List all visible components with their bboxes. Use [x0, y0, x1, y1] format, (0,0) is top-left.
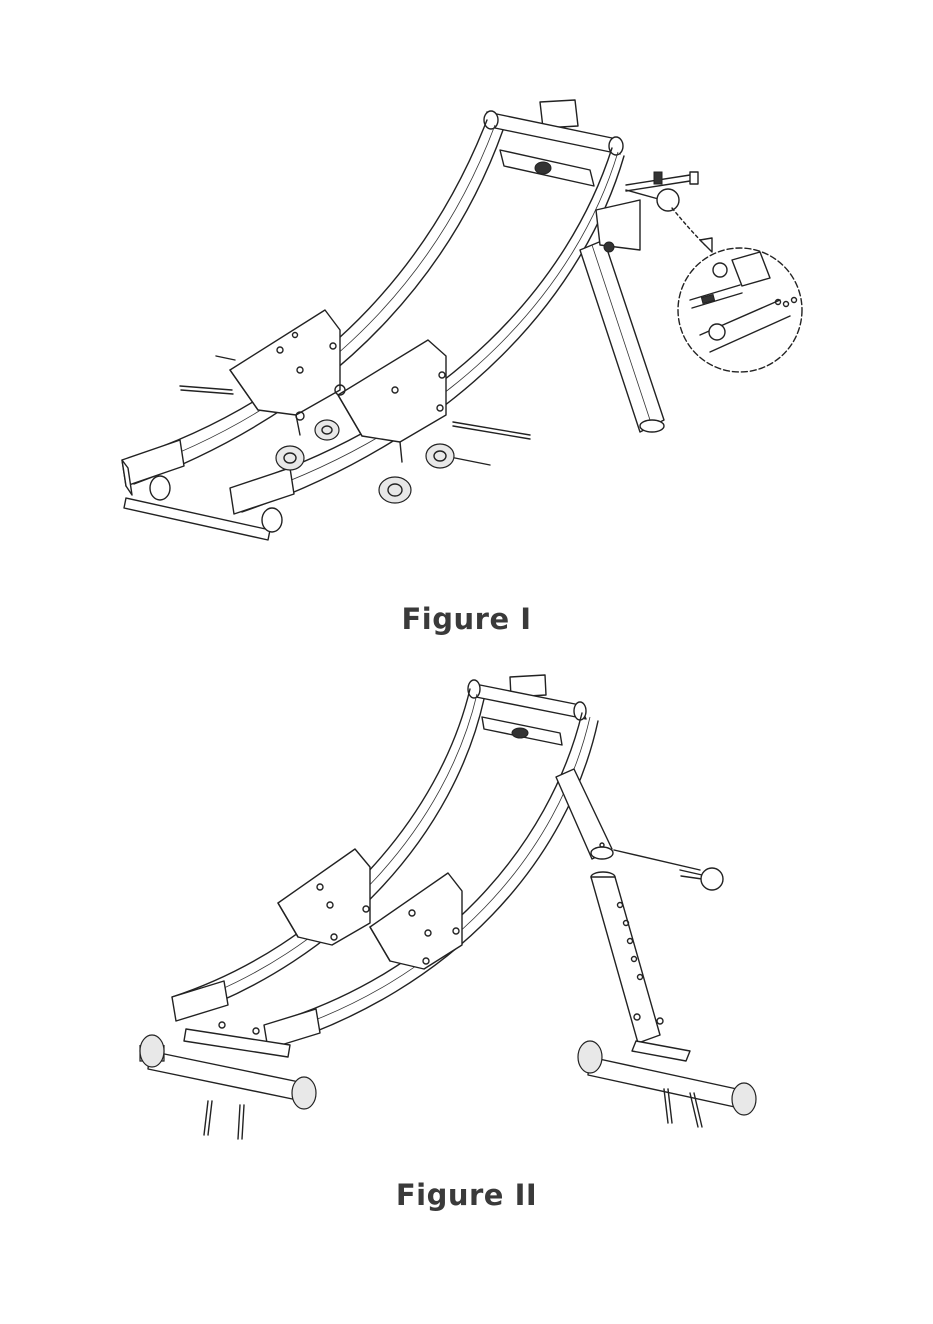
detail-inset	[678, 248, 802, 372]
rear-leg-lower	[591, 872, 663, 1043]
figure-2-illustration	[0, 665, 933, 1155]
rear-base	[578, 1041, 756, 1127]
top-crossbar	[484, 100, 623, 186]
left-pedal-carriage	[180, 310, 340, 435]
left-pedal-carriage	[278, 849, 370, 945]
left-curved-rail	[172, 689, 484, 1021]
figure-1-illustration	[0, 90, 933, 560]
top-crossbar	[468, 675, 586, 745]
detail-arrow	[672, 208, 712, 252]
figure-1-drawing	[0, 90, 933, 560]
figure-2-caption: Figure II	[0, 1178, 933, 1212]
left-curved-rail	[122, 120, 503, 495]
figure-1-caption: Figure I	[0, 602, 933, 636]
rear-pin	[614, 850, 723, 890]
figure-2-drawing	[0, 665, 933, 1155]
